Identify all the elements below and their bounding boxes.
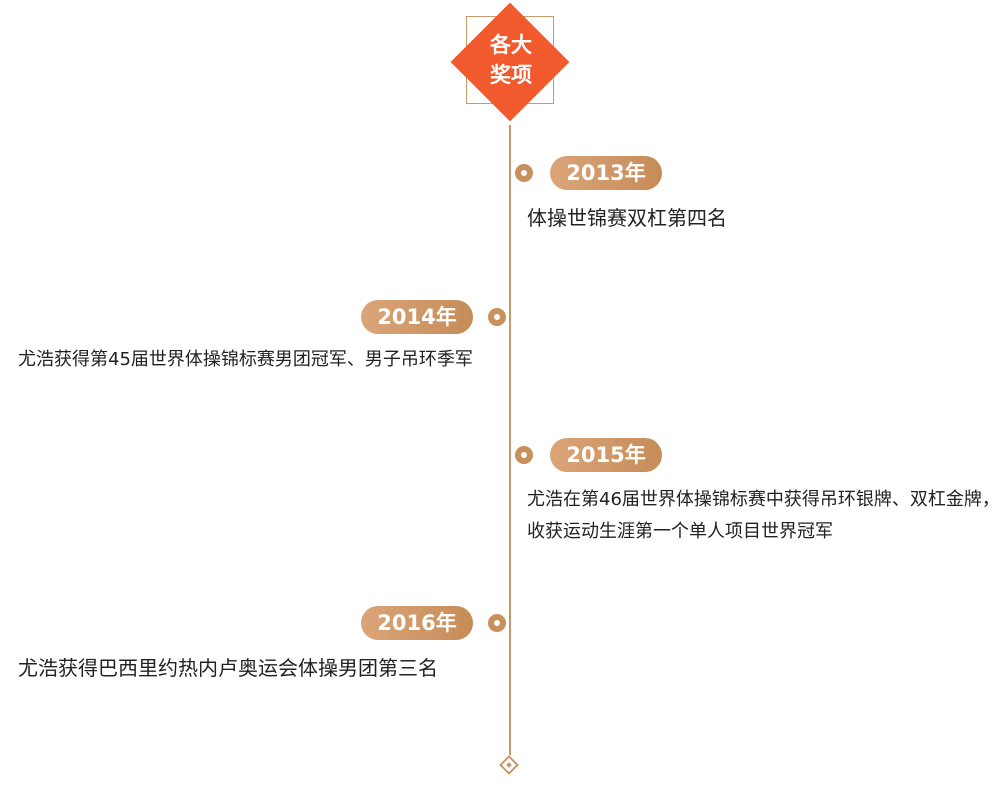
timeline-title: 各大 奖项: [466, 30, 556, 90]
timeline-end-diamond-icon: [499, 755, 519, 775]
year-pill-2015: 2015年: [550, 438, 662, 472]
title-line-1: 各大: [490, 33, 532, 57]
event-text-2013: 体操世锦赛双杠第四名: [527, 206, 727, 230]
timeline-dot-2013: [515, 164, 533, 182]
timeline-dot-2014: [488, 308, 506, 326]
event-text-2014: 尤浩获得第45届世界体操锦标赛男团冠军、男子吊环季军: [18, 349, 473, 370]
event-text-2016: 尤浩获得巴西里约热内卢奥运会体操男团第三名: [18, 656, 438, 680]
year-pill-2013: 2013年: [550, 156, 662, 190]
year-pill-2016: 2016年: [361, 606, 473, 640]
timeline-dot-2016: [488, 614, 506, 632]
timeline-dot-2015: [515, 446, 533, 464]
title-line-2: 奖项: [490, 63, 532, 87]
year-pill-2014: 2014年: [361, 300, 473, 334]
event-text-2015: 尤浩在第46届世界体操锦标赛中获得吊环银牌、双杠金牌，收获运动生涯第一个单人项目…: [527, 489, 1000, 542]
timeline-line: [509, 125, 511, 755]
